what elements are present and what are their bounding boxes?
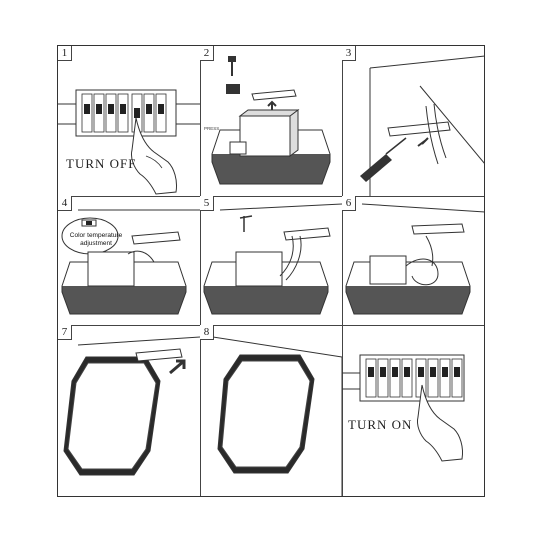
callout-line-1: Color temperature xyxy=(69,232,123,239)
step-number: 4 xyxy=(58,196,72,211)
color-temperature-icon xyxy=(61,209,200,315)
step-number: 7 xyxy=(58,325,72,340)
breaker-switch-icon xyxy=(58,89,200,195)
step-5-panel: 5 xyxy=(200,196,342,325)
step-number: 3 xyxy=(342,46,356,61)
step-2-panel: 2 PRESS xyxy=(200,46,342,196)
grid-divider xyxy=(200,46,202,496)
step-number: 8 xyxy=(200,325,214,340)
step-caption: TURN OFF xyxy=(66,156,137,171)
step-8-panel: 8 xyxy=(200,325,342,497)
step-number: 2 xyxy=(200,46,214,61)
wire-connection-icon xyxy=(203,203,342,315)
panel-mounted-icon xyxy=(200,334,342,497)
mounting-bracket-icon xyxy=(211,56,331,185)
step-3-panel: 3 xyxy=(342,46,485,196)
grid-divider xyxy=(58,325,484,327)
attach-panel-icon xyxy=(63,336,200,476)
step-9-panel: TURN ON xyxy=(342,325,485,497)
breaker-switch-on-icon xyxy=(342,354,465,462)
step-number: 1 xyxy=(58,46,72,61)
step-number: 5 xyxy=(200,196,214,211)
step-6-panel: 6 xyxy=(342,196,485,325)
grid-divider xyxy=(342,46,344,496)
grid-divider xyxy=(58,196,484,198)
instruction-grid: 1 TURN OFF 2 PRESS xyxy=(57,45,485,497)
color-temperature-callout: Color temperature adjustment xyxy=(64,232,128,247)
step-7-panel: 7 xyxy=(58,325,200,497)
wires-tucked-icon xyxy=(345,203,485,315)
step-number: 6 xyxy=(342,196,356,211)
callout-line-2: adjustment xyxy=(80,239,112,247)
press-label: PRESS xyxy=(204,126,220,131)
step-1-panel: 1 TURN OFF xyxy=(58,46,200,196)
step-caption: TURN ON xyxy=(348,417,413,432)
step-4-panel: 4 Color temperature adjustment xyxy=(58,196,200,325)
screwdriver-icon xyxy=(360,55,485,196)
